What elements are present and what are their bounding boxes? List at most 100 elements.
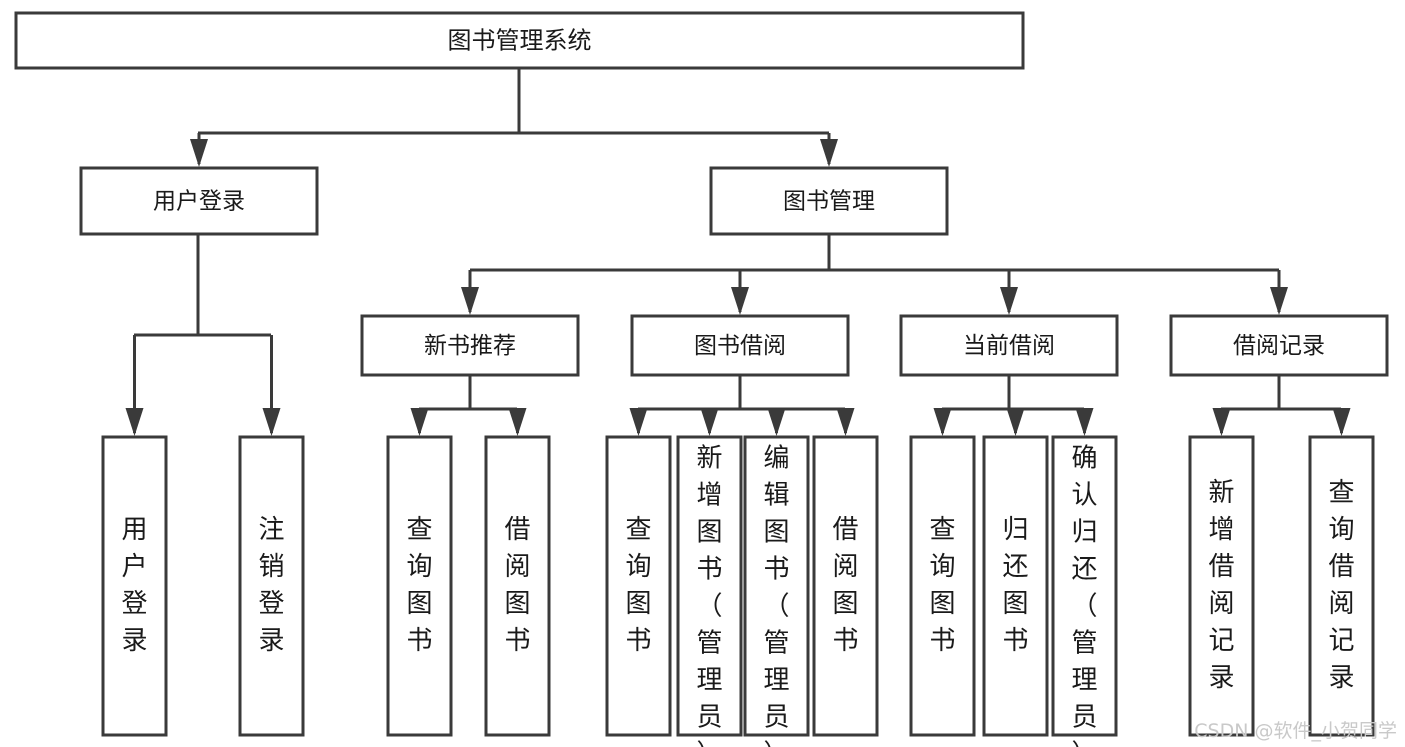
svg-text:）: ） xyxy=(763,740,789,747)
node-root-图书管理系统-box xyxy=(14,11,1025,70)
svg-text:还: 还 xyxy=(1071,555,1097,585)
svg-text:登: 登 xyxy=(121,589,147,619)
arrow-head-current-2 xyxy=(1075,408,1094,436)
svg-text:询: 询 xyxy=(625,552,651,582)
leaf-node-查询图书-4-box xyxy=(605,435,672,737)
arrow-head-borrow-0 xyxy=(629,408,648,436)
leaf-node-归还图书-9-box xyxy=(982,435,1049,737)
node-l3-借阅记录[interactable]: 借阅记录 xyxy=(1169,314,1389,377)
leaf-node-用户登录-0[interactable]: 用户登录 xyxy=(101,435,168,737)
svg-text:图: 图 xyxy=(504,589,530,619)
node-l2-图书管理[interactable]: 图书管理 xyxy=(709,166,949,236)
node-root-图书管理系统[interactable]: 图书管理系统 xyxy=(14,11,1025,70)
svg-text:阅: 阅 xyxy=(1208,589,1234,619)
node-l2-用户登录[interactable]: 用户登录 xyxy=(79,166,319,236)
svg-text:借: 借 xyxy=(1328,552,1354,582)
svg-text:录: 录 xyxy=(1328,663,1354,693)
svg-text:理: 理 xyxy=(696,666,722,696)
arrow-head-bookmgmt-0 xyxy=(461,287,479,315)
svg-text:借: 借 xyxy=(504,515,530,545)
arrow-head-userlogin-1 xyxy=(262,408,281,436)
svg-text:编: 编 xyxy=(763,444,789,474)
svg-text:用: 用 xyxy=(121,515,147,545)
svg-text:理: 理 xyxy=(763,666,789,696)
svg-text:图: 图 xyxy=(832,589,858,619)
svg-text:图: 图 xyxy=(696,518,722,548)
svg-text:管: 管 xyxy=(696,629,722,659)
leaf-node-新增图书-管理员-5-box xyxy=(676,435,743,737)
node-layer: 图书管理系统用户登录图书管理新书推荐图书借阅当前借阅借阅记录用户登录注销登录查询… xyxy=(14,11,1389,747)
svg-text:新: 新 xyxy=(696,444,722,474)
svg-text:书: 书 xyxy=(504,626,530,656)
svg-text:询: 询 xyxy=(929,552,955,582)
svg-text:认: 认 xyxy=(1071,481,1097,511)
leaf-node-注销登录-1-box xyxy=(238,435,305,737)
svg-text:记: 记 xyxy=(1208,626,1234,656)
arrow-head-borrow-1 xyxy=(700,408,719,436)
arrow-head-current-1 xyxy=(1006,408,1025,436)
arrow-head-bookmgmt-2 xyxy=(1000,287,1018,315)
arrow-head-newbook-0 xyxy=(410,408,429,436)
leaf-node-借阅图书-7-box xyxy=(812,435,879,737)
node-l3-当前借阅-box xyxy=(899,314,1119,377)
node-l3-图书借阅-label: 图书借阅 xyxy=(694,333,786,359)
connector-layer xyxy=(125,68,1351,436)
arrow-head-root-1 xyxy=(820,139,838,167)
svg-text:书: 书 xyxy=(929,626,955,656)
svg-text:确: 确 xyxy=(1071,444,1097,474)
leaf-node-新增借阅记录-11-box xyxy=(1188,435,1255,737)
svg-text:图: 图 xyxy=(406,589,432,619)
svg-text:录: 录 xyxy=(121,626,147,656)
node-l3-新书推荐-box xyxy=(360,314,580,377)
svg-text:图: 图 xyxy=(763,518,789,548)
watermark-label: CSDN @软件_小贺同学 xyxy=(1194,720,1397,742)
leaf-node-借阅图书-3-box xyxy=(484,435,551,737)
svg-text:增: 增 xyxy=(1208,515,1234,545)
arrow-head-bookmgmt-3 xyxy=(1270,287,1288,315)
svg-text:登: 登 xyxy=(258,589,284,619)
leaf-node-查询图书-8-box xyxy=(909,435,976,737)
node-l3-当前借阅[interactable]: 当前借阅 xyxy=(899,314,1119,377)
svg-text:新: 新 xyxy=(1208,478,1234,508)
node-l3-新书推荐[interactable]: 新书推荐 xyxy=(360,314,580,377)
svg-text:图: 图 xyxy=(1002,589,1028,619)
svg-text:图: 图 xyxy=(625,589,651,619)
arrow-head-borrow-3 xyxy=(836,408,855,436)
svg-text:辑: 辑 xyxy=(763,481,789,511)
node-l3-图书借阅[interactable]: 图书借阅 xyxy=(630,314,850,377)
leaf-node-确认归还-管理员-10-box xyxy=(1051,435,1118,737)
svg-text:理: 理 xyxy=(1071,666,1097,696)
leaf-node-用户登录-0-box xyxy=(101,435,168,737)
svg-text:（: （ xyxy=(696,592,722,622)
arrow-head-record-0 xyxy=(1212,408,1231,436)
svg-text:书: 书 xyxy=(1002,626,1028,656)
svg-text:阅: 阅 xyxy=(504,552,530,582)
arrow-head-current-0 xyxy=(933,408,952,436)
svg-text:（: （ xyxy=(1071,592,1097,622)
svg-text:管: 管 xyxy=(763,629,789,659)
node-l2-用户登录-box xyxy=(79,166,319,236)
svg-text:员: 员 xyxy=(763,703,789,733)
